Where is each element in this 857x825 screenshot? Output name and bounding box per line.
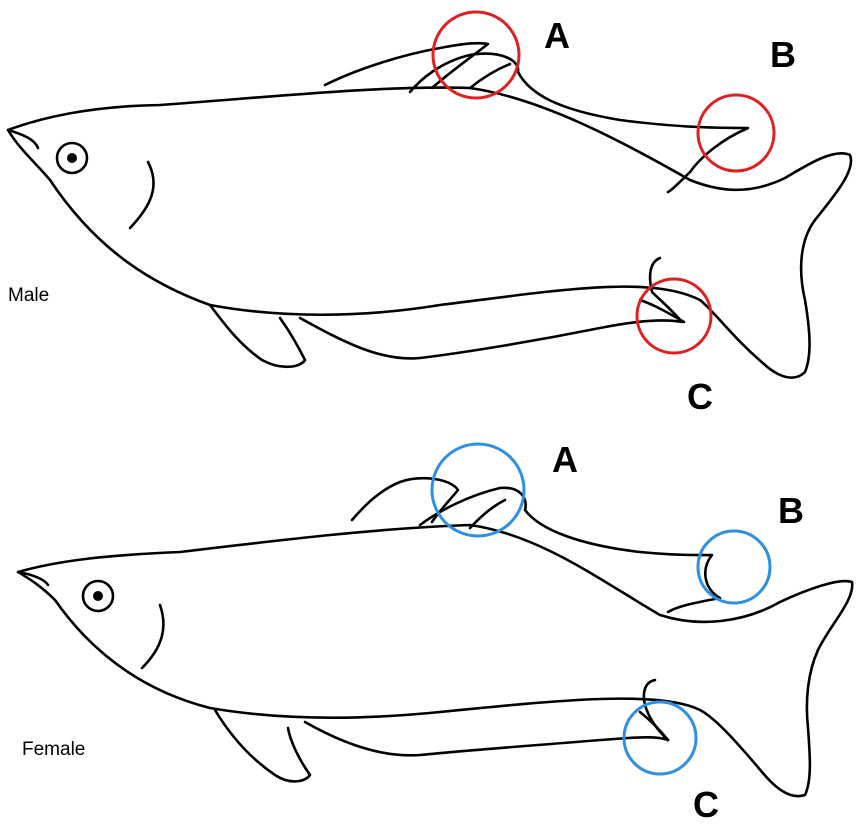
male-marker-c: C [687, 379, 713, 415]
female-pelvic-fin [215, 710, 310, 781]
male-fish [8, 43, 851, 377]
male-label: Male [8, 285, 49, 307]
male-body-outline [8, 88, 851, 378]
male-anal-fin [300, 258, 682, 358]
female-marker-a: A [552, 442, 578, 478]
female-ring-b [698, 531, 770, 603]
female-second-dorsal-fin [420, 488, 720, 612]
male-marker-b: B [770, 37, 796, 73]
female-marker-b: B [778, 493, 804, 529]
female-gill-line [142, 605, 163, 668]
male-first-dorsal-fin [325, 43, 488, 88]
female-pupil [93, 591, 103, 601]
male-anal-fin-tip [640, 300, 684, 322]
female-marker-c: C [693, 787, 719, 823]
female-first-dorsal-fin [352, 478, 458, 522]
male-gill-line [130, 162, 154, 228]
female-dorsal-ray [470, 500, 505, 528]
female-fish [18, 478, 852, 796]
female-body-outline [18, 525, 852, 796]
female-ring-a [432, 444, 524, 536]
female-anal-fin-tip [640, 712, 668, 740]
male-marker-a: A [544, 18, 570, 54]
male-dorsal-ray [470, 64, 510, 88]
male-pupil [67, 153, 77, 163]
female-label: Female [22, 739, 85, 761]
